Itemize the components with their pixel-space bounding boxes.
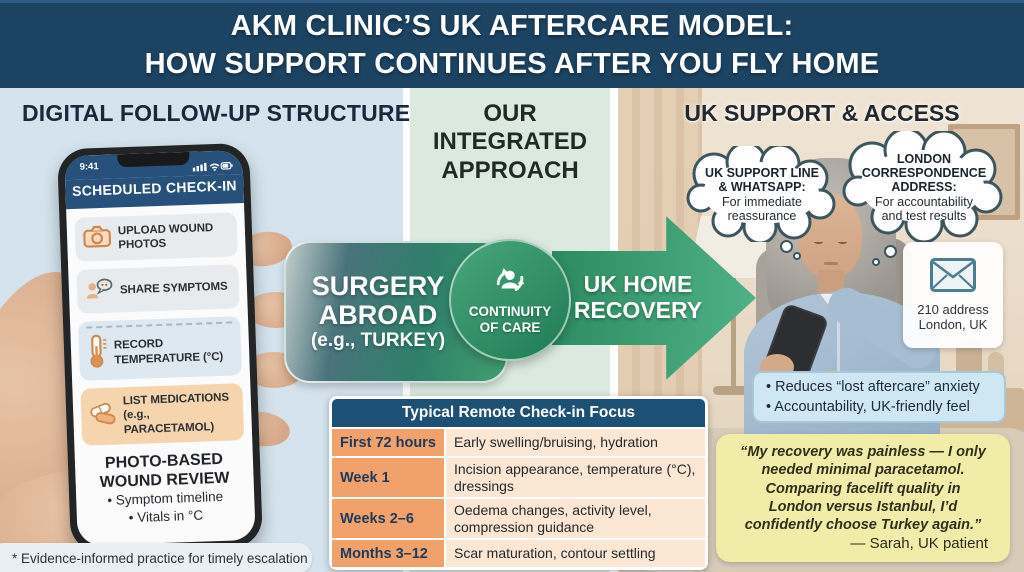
- checkin-items: UPLOAD WOUND PHOTOS SHARE SYMPTOMS: [66, 203, 256, 546]
- table-focus-cell: Scar maturation, contour settling: [446, 540, 705, 568]
- bubble-tail: [793, 252, 801, 260]
- flow-start-label: SURGERY ABROAD: [311, 271, 445, 330]
- continuity-of-care-badge: CONTINUITY OF CARE: [449, 239, 571, 361]
- dashed-divider: [86, 321, 233, 329]
- envelope-icon: [930, 257, 976, 297]
- bubble-tail: [780, 240, 793, 253]
- review-title: PHOTO-BASED WOUND REVIEW: [99, 451, 230, 491]
- checkin-item-upload-photos[interactable]: UPLOAD WOUND PHOTOS: [74, 212, 238, 262]
- camera-icon: [83, 225, 112, 254]
- bubble-tail: [884, 245, 897, 258]
- pills-icon: [89, 402, 117, 432]
- checkin-item-record-temperature[interactable]: RECORD TEMPERATURE (°C): [78, 316, 242, 381]
- checkin-item-label: LIST MEDICATIONS (e.g., PARACETAMOL): [122, 391, 230, 437]
- middle-section-title: OUR INTEGRATED APPROACH: [432, 100, 588, 184]
- header-title-line2: HOW SUPPORT CONTINUES AFTER YOU FLY HOME: [144, 47, 880, 80]
- thermometer-icon: [86, 334, 107, 374]
- patient-cycle-icon: [491, 265, 529, 302]
- benefit-item: • Reduces “lost aftercare” anxiety: [766, 378, 980, 395]
- footnote-pill: * Evidence-informed practice for timely …: [0, 543, 312, 572]
- table-focus-cell: Oedema changes, activity level, compress…: [446, 499, 705, 539]
- benefits-card: • Reduces “lost aftercare” anxiety • Acc…: [752, 371, 1006, 423]
- flow-start-sub: (e.g., TURKEY): [310, 329, 446, 351]
- footnote-text: * Evidence-informed practice for timely …: [12, 550, 308, 566]
- phone-notch: [117, 151, 190, 168]
- checkin-item-share-symptoms[interactable]: SHARE SYMPTOMS: [76, 264, 240, 314]
- lamp-pole: [731, 278, 736, 390]
- testimonial-attribution: — Sarah, UK patient: [850, 535, 988, 553]
- continuity-label: CONTINUITY OF CARE: [468, 303, 552, 335]
- lamp-base: [713, 386, 755, 395]
- photo-review-summary: PHOTO-BASED WOUND REVIEW • Symptom timel…: [83, 450, 247, 529]
- share-symptoms-icon: [85, 277, 114, 305]
- status-bar: 9:41: [64, 150, 243, 181]
- status-time: 9:41: [79, 161, 99, 173]
- benefit-item: • Accountability, UK-friendly feel: [766, 399, 970, 415]
- checkin-item-label: UPLOAD WOUND PHOTOS: [117, 221, 214, 252]
- thought-bubble-uk-support: UK SUPPORT LINE & WHATSAPP: For immediat…: [686, 146, 838, 242]
- table-row: Week 1 Incision appearance, temperature …: [332, 458, 705, 498]
- smartphone-mockup: 9:41 SCHEDULED CHECK-IN: [57, 142, 263, 554]
- cloud-shape: [686, 146, 836, 242]
- checkin-item-label: SHARE SYMPTOMS: [119, 280, 228, 297]
- bubble-body: For immediate reassurance: [722, 194, 802, 223]
- phone-screen: 9:41 SCHEDULED CHECK-IN: [64, 150, 256, 546]
- header-banner: AKM CLINIC’S UK AFTERCARE MODEL: HOW SUP…: [0, 0, 1024, 88]
- bubble-heading: UK SUPPORT LINE & WHATSAPP:: [705, 165, 819, 194]
- right-section-title: UK SUPPORT & ACCESS: [684, 100, 960, 126]
- table-period-cell: First 72 hours: [332, 429, 444, 456]
- left-section-title: DIGITAL FOLLOW-UP STRUCTURE: [22, 100, 411, 126]
- table-focus-cell: Incision appearance, temperature (°C), d…: [446, 458, 705, 498]
- address-text: 210 address London, UK: [917, 301, 989, 332]
- thought-bubble-london-address: LONDON CORRESPONDENCE ADDRESS: For accou…: [842, 131, 1006, 243]
- checkin-item-label: RECORD TEMPERATURE (°C): [113, 338, 224, 367]
- london-address-card: 210 address London, UK: [903, 242, 1003, 348]
- bubble-body: For accountability and test results: [875, 194, 973, 223]
- testimonial-quote: “My recovery was painless — I only neede…: [740, 444, 986, 534]
- table-row: Weeks 2–6 Oedema changes, activity level…: [332, 499, 705, 539]
- table-period-cell: Week 1: [332, 458, 444, 498]
- bubble-heading: LONDON CORRESPONDENCE ADDRESS:: [861, 151, 987, 194]
- flow-end-label: UK HOME RECOVERY: [573, 271, 703, 323]
- table-period-cell: Weeks 2–6: [332, 499, 444, 539]
- header-title-line1: AKM CLINIC’S UK AFTERCARE MODEL:: [230, 10, 794, 43]
- table-row: Months 3–12 Scar maturation, contour set…: [332, 540, 705, 568]
- cloud-shape: [842, 131, 1003, 243]
- checkin-item-list-medications[interactable]: LIST MEDICATIONS (e.g., PARACETAMOL): [80, 383, 245, 446]
- table-row: First 72 hours Early swelling/bruising, …: [332, 429, 705, 456]
- signal-wifi-battery-icons: [192, 157, 233, 176]
- table-period-cell: Months 3–12: [332, 540, 444, 568]
- testimonial-card: “My recovery was painless — I only neede…: [716, 434, 1010, 562]
- bubble-tail: [872, 258, 880, 266]
- table-focus-cell: Early swelling/bruising, hydration: [446, 429, 705, 456]
- remote-checkin-table: Typical Remote Check-in Focus First 72 h…: [329, 396, 708, 571]
- table-title: Typical Remote Check-in Focus: [332, 399, 705, 427]
